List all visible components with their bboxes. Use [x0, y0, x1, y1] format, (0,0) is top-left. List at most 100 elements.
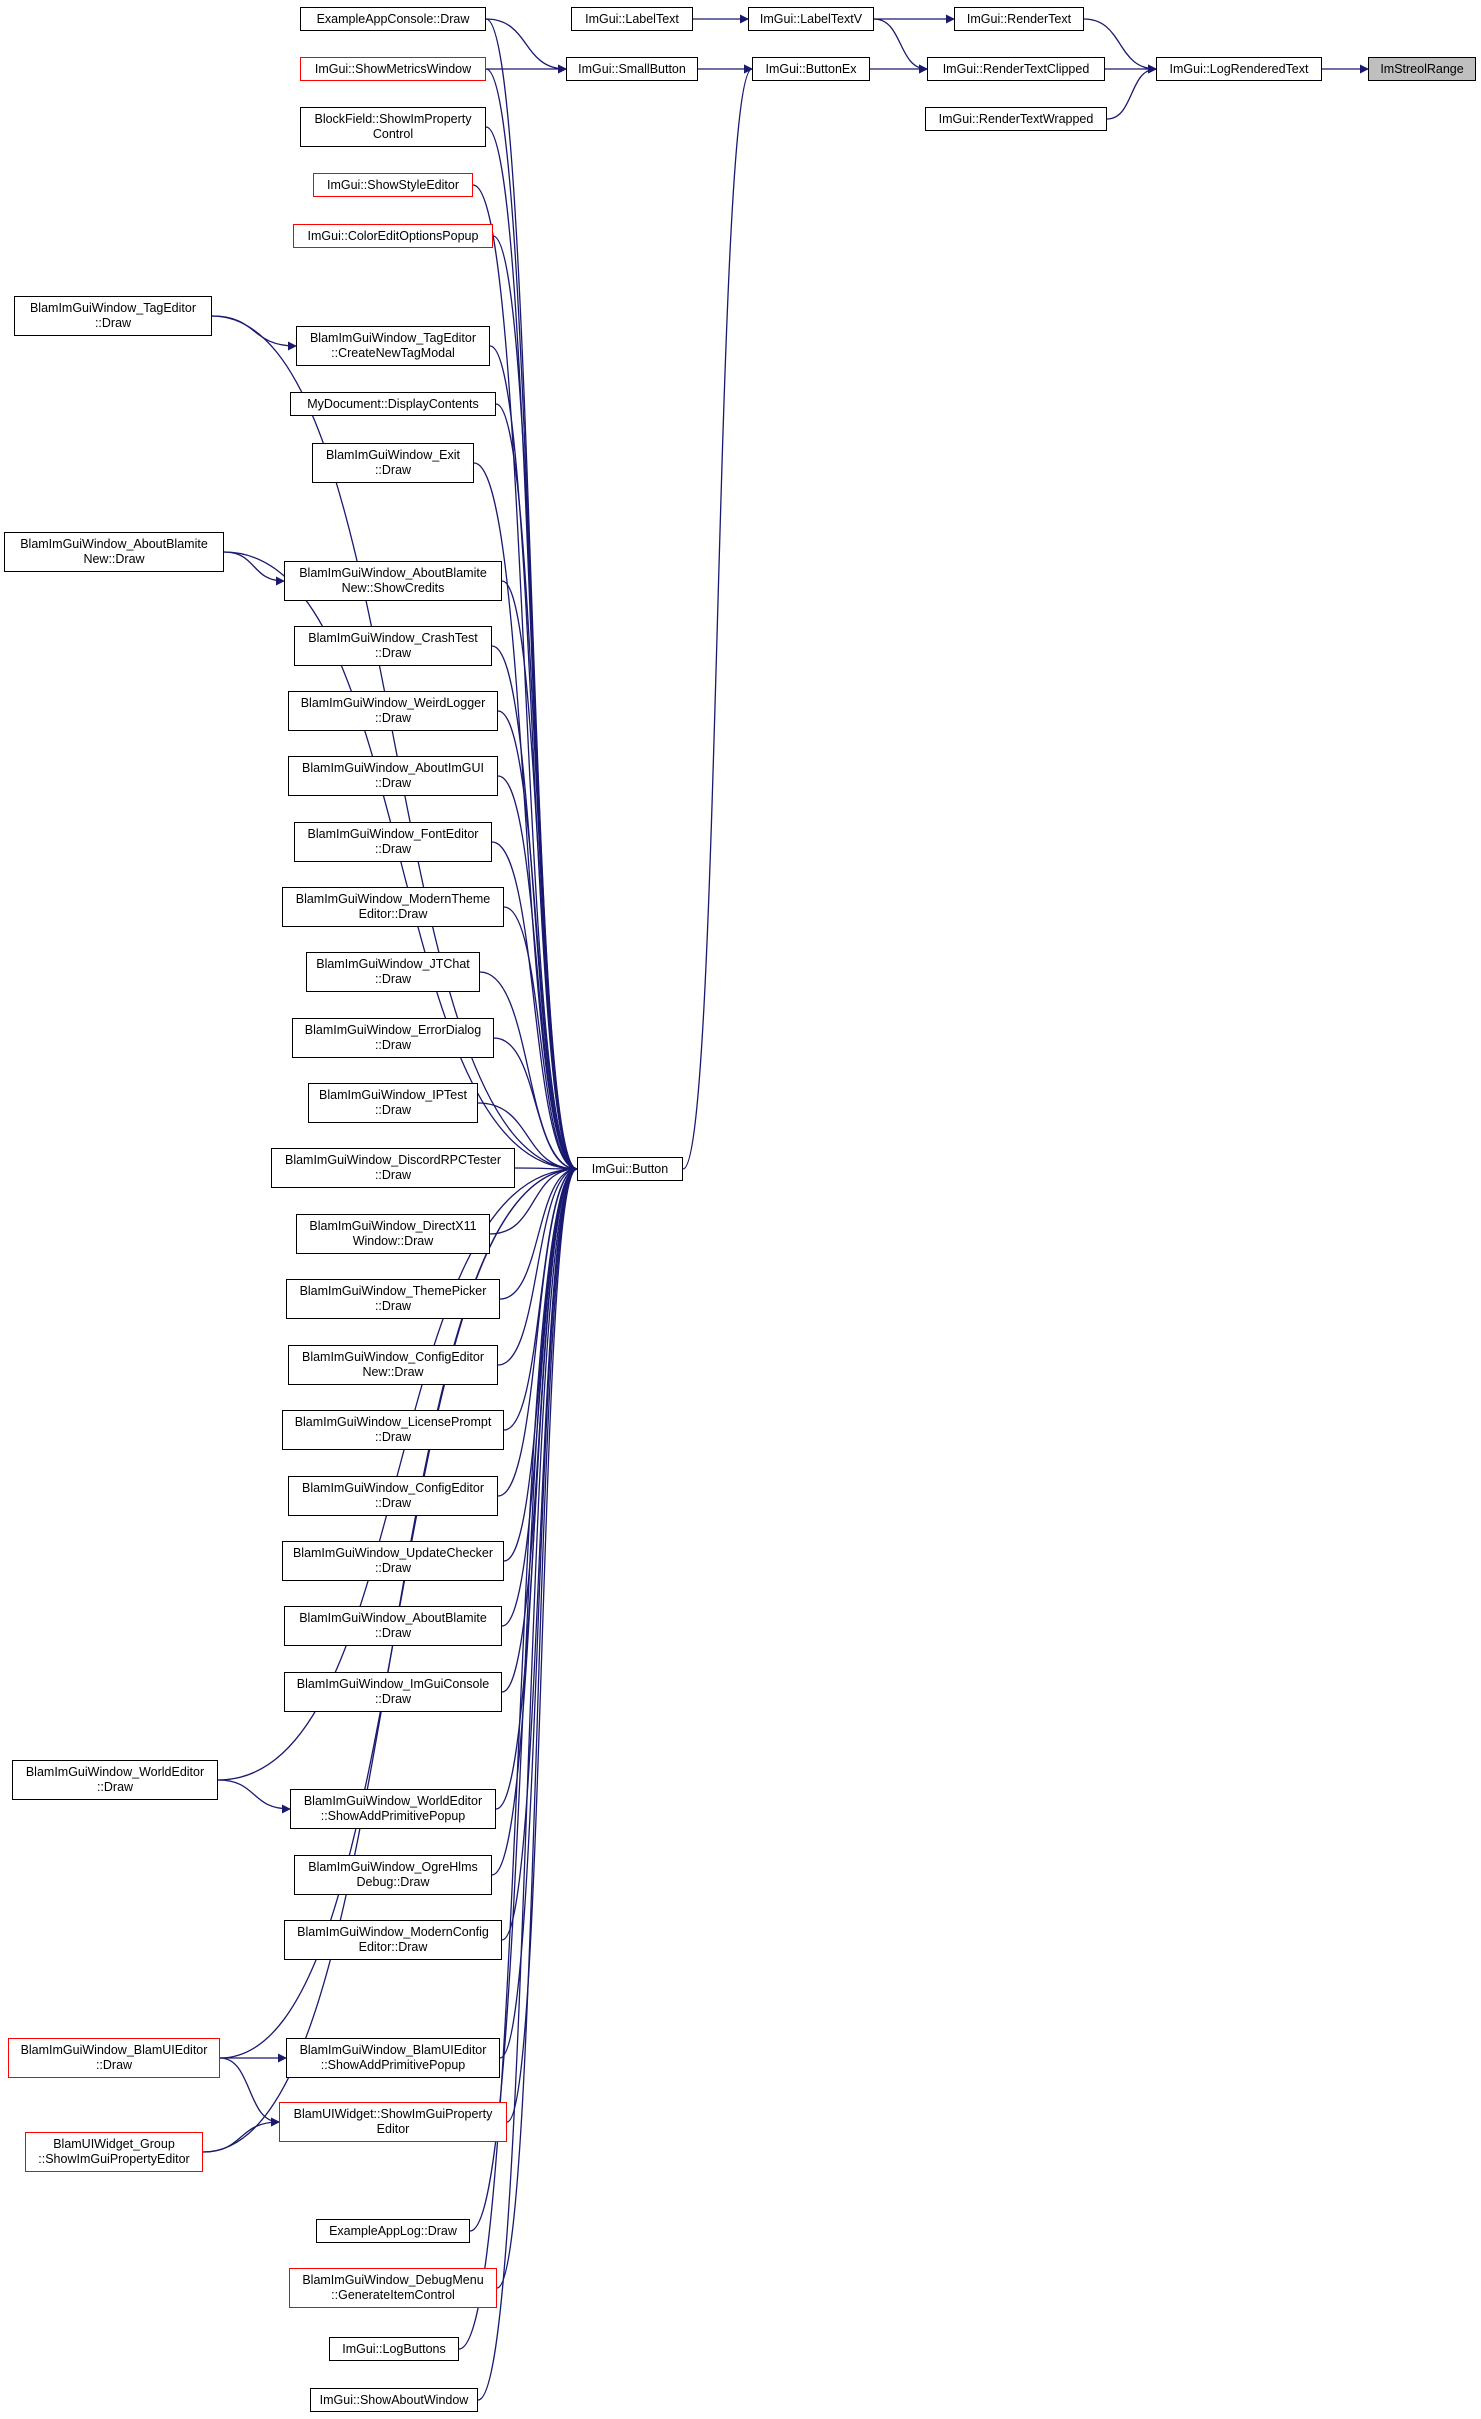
node-imgui-showaboutwindow[interactable]: ImGui::ShowAboutWindow: [310, 2388, 478, 2412]
node-imgui-logbuttons[interactable]: ImGui::LogButtons: [329, 2337, 459, 2361]
node-worldeditor-draw[interactable]: BlamImGuiWindow_WorldEditor::Draw: [12, 1760, 218, 1800]
node-exit-draw[interactable]: BlamImGuiWindow_Exit::Draw: [312, 443, 474, 483]
node-imgui-rendertextclipped[interactable]: ImGui::RenderTextClipped: [927, 57, 1105, 81]
node-blamuieditor-showaddprimitivepopup[interactable]: BlamImGuiWindow_BlamUIEditor::ShowAddPri…: [286, 2038, 500, 2078]
call-edge-g-to-ao: [489, 345, 578, 1174]
node-configeditor-draw[interactable]: BlamImGuiWindow_ConfigEditor::Draw: [288, 1476, 498, 1516]
node-label: BlamImGuiWindow_DiscordRPCTester: [284, 1153, 502, 1167]
call-edge-ak-to-ao: [469, 1164, 578, 2232]
node-label: Window::Draw: [352, 1234, 434, 1248]
node-crashtest-draw[interactable]: BlamImGuiWindow_CrashTest::Draw: [294, 626, 492, 666]
node-label: ExampleAppConsole::Draw: [316, 11, 470, 26]
node-debugmenu-generateitemcontrol[interactable]: BlamImGuiWindow_DebugMenu::GenerateItemC…: [289, 2268, 497, 2308]
node-label: ImGui::ColorEditOptionsPopup: [307, 228, 479, 243]
node-label: ::ShowImGuiPropertyEditor: [38, 2152, 190, 2166]
node-label: New::Draw: [83, 552, 145, 566]
call-edge-h-to-ao: [495, 403, 578, 1174]
call-edge-r-to-ao: [493, 1037, 578, 1174]
node-aboutblamite-draw[interactable]: BlamImGuiWindow_AboutBlamite::Draw: [284, 1606, 502, 1646]
node-label: ImGui::LabelText: [585, 11, 679, 26]
call-edge-af-to-ao: [501, 1164, 578, 1941]
node-imgui-rendertextwrapped[interactable]: ImGui::RenderTextWrapped: [925, 107, 1107, 131]
node-aboutimgui-draw[interactable]: BlamImGuiWindow_AboutImGUI::Draw: [288, 756, 498, 796]
node-imgui-showstyleeditor[interactable]: ImGui::ShowStyleEditor: [313, 173, 473, 197]
node-label: ExampleAppLog::Draw: [329, 2223, 457, 2238]
node-label: BlamImGuiWindow_IPTest: [319, 1088, 467, 1102]
node-label: ImGui::LogRenderedText: [1169, 61, 1309, 76]
node-label: BlamImGuiWindow_ConfigEditor: [301, 1350, 484, 1364]
call-edge-s-to-ao: [477, 1102, 578, 1174]
node-fonteditor-draw[interactable]: BlamImGuiWindow_FontEditor::Draw: [294, 822, 492, 862]
node-label: ::Draw: [95, 2058, 133, 2072]
node-imstreolrange[interactable]: ImStreolRange: [1368, 57, 1476, 81]
call-edge-ah-to-ao: [499, 1164, 578, 2059]
node-updatechecker-draw[interactable]: BlamImGuiWindow_UpdateChecker::Draw: [282, 1541, 504, 1581]
node-worldeditor-showaddprimitivepopup[interactable]: BlamImGuiWindow_WorldEditor::ShowAddPrim…: [290, 1789, 496, 1829]
node-tageditor-draw[interactable]: BlamImGuiWindow_TagEditor::Draw: [14, 296, 212, 336]
call-edge-m-to-ao: [497, 710, 578, 1174]
node-label: ::Draw: [374, 972, 412, 986]
node-imgui-rendertext[interactable]: ImGui::RenderText: [954, 7, 1084, 31]
node-blamuieditor-draw[interactable]: BlamImGuiWindow_BlamUIEditor::Draw: [8, 2038, 220, 2078]
node-jtchat-draw[interactable]: BlamImGuiWindow_JTChat::Draw: [306, 952, 480, 992]
node-label: ImGui::LogButtons: [342, 2341, 446, 2356]
call-edge-w-to-ao: [497, 1164, 578, 1366]
node-label: BlamImGuiWindow_OgreHlms: [308, 1860, 478, 1874]
node-mydocument-displaycontents[interactable]: MyDocument::DisplayContents: [290, 392, 496, 416]
node-label: BlamImGuiWindow_AboutBlamite: [20, 537, 208, 551]
node-label: ::Draw: [374, 711, 412, 725]
node-imgui-buttonex[interactable]: ImGui::ButtonEx: [752, 57, 870, 81]
call-edge-e-to-ao: [492, 235, 578, 1174]
node-discordrpctester-draw[interactable]: BlamImGuiWindow_DiscordRPCTester::Draw: [271, 1148, 515, 1188]
node-label: ::Draw: [374, 842, 412, 856]
node-imgui-button[interactable]: ImGui::Button: [577, 1157, 683, 1181]
node-label: Editor: [376, 2122, 410, 2136]
node-imguiconsole-draw[interactable]: BlamImGuiWindow_ImGuiConsole::Draw: [284, 1672, 502, 1712]
node-label: MyDocument::DisplayContents: [307, 396, 479, 411]
call-edge-ac-to-ao: [217, 1164, 578, 1781]
node-imgui-coloreditoptionspopup[interactable]: ImGui::ColorEditOptionsPopup: [293, 224, 493, 248]
node-errordialog-draw[interactable]: BlamImGuiWindow_ErrorDialog::Draw: [292, 1018, 494, 1058]
node-imgui-smallbutton[interactable]: ImGui::SmallButton: [566, 57, 698, 81]
node-imgui-labeltextv[interactable]: ImGui::LabelTextV: [748, 7, 874, 31]
node-label: BlamImGuiWindow_TagEditor: [309, 331, 477, 345]
node-tageditor-createnewtagmodal[interactable]: BlamImGuiWindow_TagEditor::CreateNewTagM…: [296, 326, 490, 366]
node-label: BlamImGuiWindow_UpdateChecker: [292, 1546, 494, 1560]
call-edge-p-to-ao: [503, 906, 578, 1174]
node-imgui-labeltext[interactable]: ImGui::LabelText: [571, 7, 693, 31]
call-edge-v-to-ao: [499, 1164, 578, 1300]
node-label: ImGui::ButtonEx: [765, 61, 857, 76]
call-edge-j-to-k: [223, 551, 285, 586]
call-edge-aj-to-ao: [202, 1164, 578, 2153]
node-exampleappconsole-draw[interactable]: ExampleAppConsole::Draw: [300, 7, 486, 31]
node-licenseprompt-draw[interactable]: BlamImGuiWindow_LicensePrompt::Draw: [282, 1410, 504, 1450]
node-label: BlamImGuiWindow_CrashTest: [308, 631, 478, 645]
node-imgui-showmetricswindow[interactable]: ImGui::ShowMetricsWindow: [300, 57, 486, 81]
node-label: ::Draw: [374, 1299, 412, 1313]
node-label: BlamImGuiWindow_TagEditor: [29, 301, 197, 315]
node-label: New::Draw: [362, 1365, 424, 1379]
node-exampleapplog-draw[interactable]: ExampleAppLog::Draw: [316, 2219, 470, 2243]
node-imgui-logrenderedtext[interactable]: ImGui::LogRenderedText: [1156, 57, 1322, 81]
node-weirdlogger-draw[interactable]: BlamImGuiWindow_WeirdLogger::Draw: [288, 691, 498, 731]
call-edge-ao-to-as: [682, 64, 753, 1170]
node-blamuiwidget-group-showimguipropertyeditor[interactable]: BlamUIWidget_Group::ShowImGuiPropertyEdi…: [25, 2132, 203, 2172]
call-edge-an-to-ao: [477, 1164, 578, 2401]
node-label: BlockField::ShowImProperty: [314, 112, 472, 126]
node-label: ImGui::ShowMetricsWindow: [314, 61, 472, 76]
node-iptest-draw[interactable]: BlamImGuiWindow_IPTest::Draw: [308, 1083, 478, 1123]
node-themepicker-draw[interactable]: BlamImGuiWindow_ThemePicker::Draw: [286, 1279, 500, 1319]
node-label: BlamImGuiWindow_WorldEditor: [25, 1765, 205, 1779]
node-label: Control: [372, 127, 414, 141]
node-label: BlamImGuiWindow_ModernConfig: [297, 1925, 489, 1939]
